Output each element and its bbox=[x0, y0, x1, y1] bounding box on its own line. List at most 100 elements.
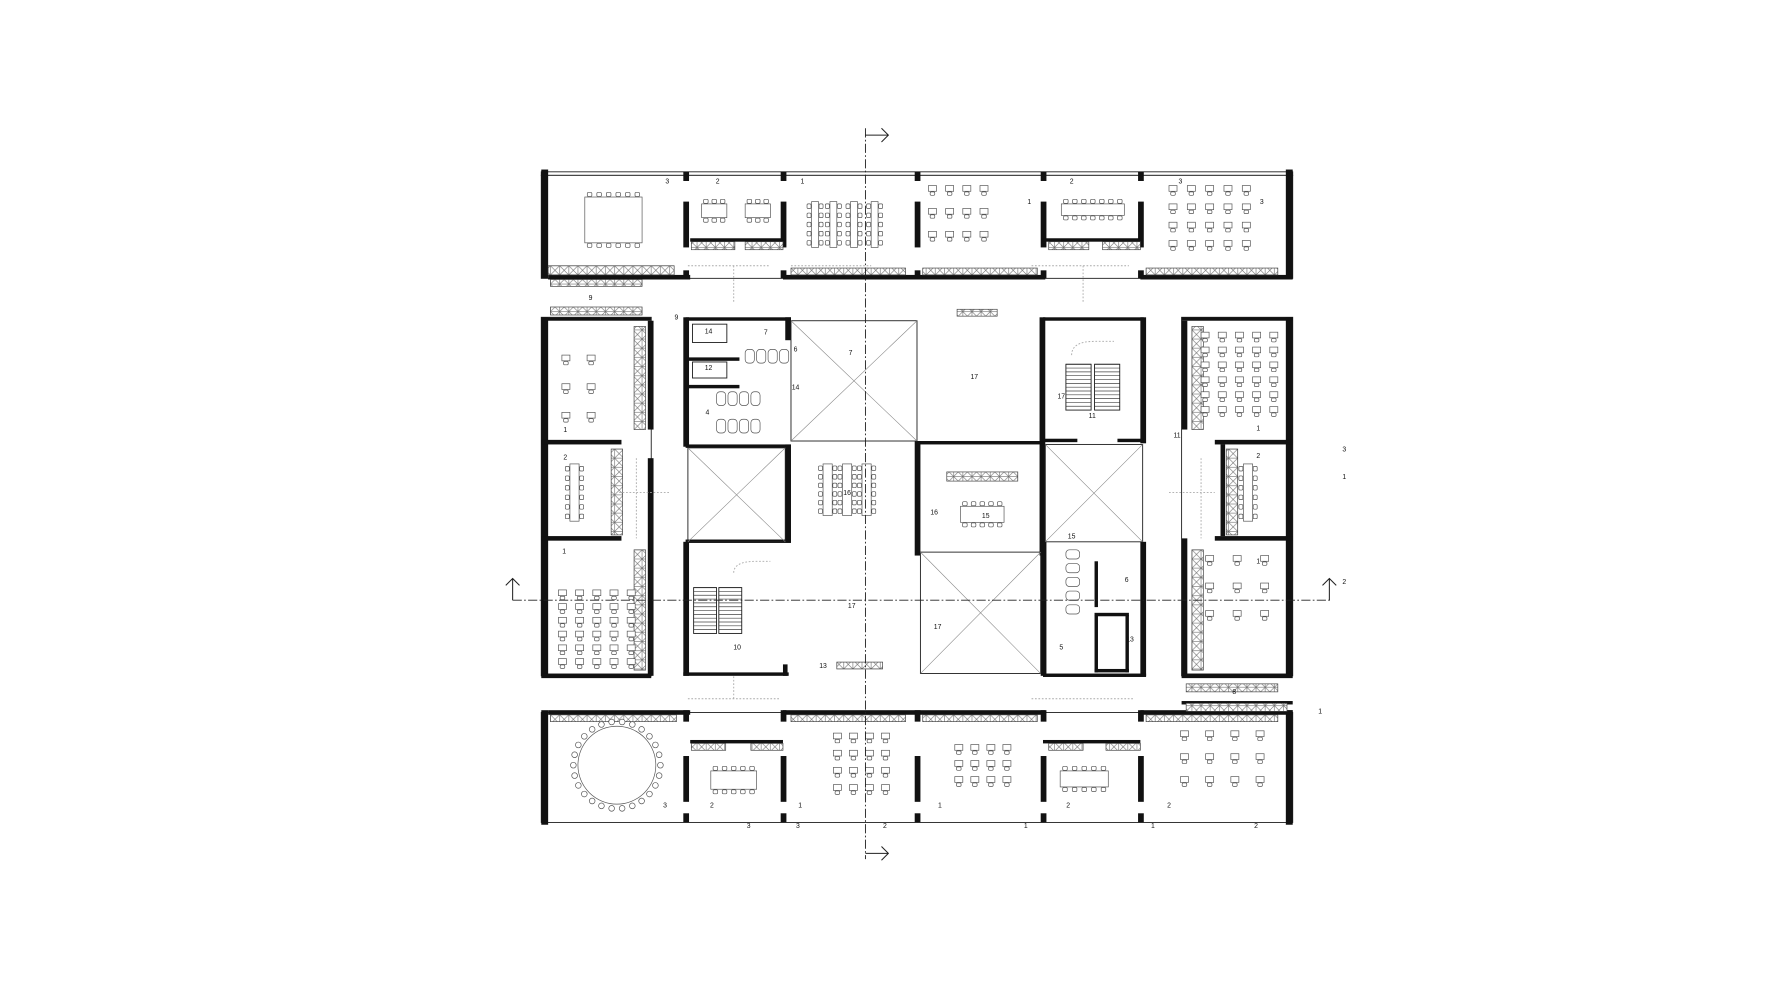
chair bbox=[1252, 513, 1258, 520]
chair bbox=[1062, 765, 1068, 771]
chair bbox=[1234, 616, 1240, 621]
wall bbox=[683, 317, 690, 447]
toilet-stall bbox=[750, 418, 761, 434]
wall bbox=[780, 813, 787, 823]
void-cross bbox=[920, 551, 1041, 674]
chair bbox=[586, 243, 593, 248]
wall bbox=[1040, 201, 1047, 248]
chair bbox=[857, 240, 863, 246]
chair bbox=[625, 243, 631, 248]
desk bbox=[1232, 582, 1242, 590]
table bbox=[710, 770, 757, 790]
desk bbox=[1205, 610, 1215, 617]
chair bbox=[1202, 338, 1208, 343]
chair bbox=[1071, 787, 1078, 792]
chair bbox=[857, 491, 862, 497]
room-number-label: 7 bbox=[764, 329, 768, 336]
desk bbox=[986, 760, 996, 767]
chair bbox=[1170, 191, 1176, 196]
desk bbox=[1205, 203, 1215, 210]
storage-cabinet bbox=[922, 267, 1038, 276]
chair bbox=[755, 198, 761, 204]
chair bbox=[837, 508, 843, 514]
chair bbox=[964, 214, 970, 219]
desk bbox=[626, 617, 636, 624]
desk bbox=[1260, 582, 1269, 590]
wall bbox=[1285, 710, 1293, 825]
wall bbox=[1040, 171, 1047, 181]
chair bbox=[837, 212, 842, 218]
chair bbox=[1257, 736, 1263, 741]
stair-path bbox=[733, 560, 771, 573]
chair bbox=[1234, 561, 1240, 566]
desk bbox=[954, 744, 964, 751]
chair bbox=[749, 789, 755, 795]
chair bbox=[1207, 561, 1213, 566]
chair bbox=[947, 191, 953, 196]
chair bbox=[579, 485, 585, 491]
chair bbox=[1188, 191, 1194, 196]
chair bbox=[851, 499, 857, 506]
chair bbox=[594, 650, 600, 655]
wall bbox=[1040, 541, 1047, 676]
chair bbox=[832, 465, 838, 471]
room-number-label: 11 bbox=[1089, 413, 1096, 420]
chair bbox=[1243, 228, 1249, 233]
desk bbox=[1241, 221, 1251, 229]
chair bbox=[832, 474, 838, 480]
chair bbox=[1062, 787, 1068, 792]
wall bbox=[1042, 238, 1141, 242]
desk bbox=[1269, 331, 1279, 339]
chair bbox=[559, 595, 566, 600]
chair bbox=[818, 491, 823, 497]
chair bbox=[850, 790, 857, 795]
wall bbox=[914, 813, 921, 823]
desk bbox=[1200, 376, 1210, 383]
chair bbox=[1271, 382, 1277, 387]
chair bbox=[1236, 397, 1243, 402]
wall bbox=[1181, 701, 1293, 705]
chair bbox=[1253, 367, 1260, 373]
chair bbox=[818, 508, 823, 514]
desk bbox=[1205, 221, 1215, 229]
chair bbox=[857, 231, 863, 237]
desk bbox=[1255, 753, 1265, 760]
storage-cabinet bbox=[750, 743, 784, 751]
chair bbox=[1232, 759, 1238, 764]
chair bbox=[1219, 397, 1225, 402]
chair bbox=[1219, 338, 1225, 343]
chair bbox=[878, 212, 883, 218]
desk bbox=[881, 732, 890, 740]
desk bbox=[558, 644, 567, 651]
chair bbox=[1117, 198, 1123, 204]
chair bbox=[1232, 782, 1238, 787]
wall bbox=[541, 317, 652, 321]
wall bbox=[690, 238, 783, 242]
desk bbox=[1232, 610, 1242, 617]
desk bbox=[1269, 361, 1279, 369]
section-arrow-icon bbox=[1322, 577, 1337, 601]
wall bbox=[780, 270, 787, 279]
chair bbox=[1091, 787, 1097, 792]
wall bbox=[683, 541, 690, 676]
desk bbox=[1168, 203, 1178, 210]
chair bbox=[559, 650, 566, 655]
wall bbox=[541, 317, 549, 676]
chair bbox=[1072, 215, 1078, 221]
wall bbox=[1214, 439, 1293, 445]
chair bbox=[1081, 787, 1087, 792]
chair bbox=[1202, 412, 1208, 417]
desk bbox=[592, 617, 602, 624]
chair bbox=[1100, 765, 1107, 771]
desk bbox=[1200, 331, 1210, 339]
room-number-label: 3 bbox=[796, 823, 800, 830]
chair bbox=[818, 240, 824, 246]
desk bbox=[1255, 776, 1265, 783]
desk bbox=[1217, 361, 1227, 369]
wall bbox=[683, 270, 690, 279]
chair bbox=[806, 231, 812, 237]
wall bbox=[541, 536, 622, 541]
chair bbox=[629, 721, 636, 728]
storage-cabinet bbox=[790, 714, 906, 722]
chair bbox=[851, 482, 857, 489]
